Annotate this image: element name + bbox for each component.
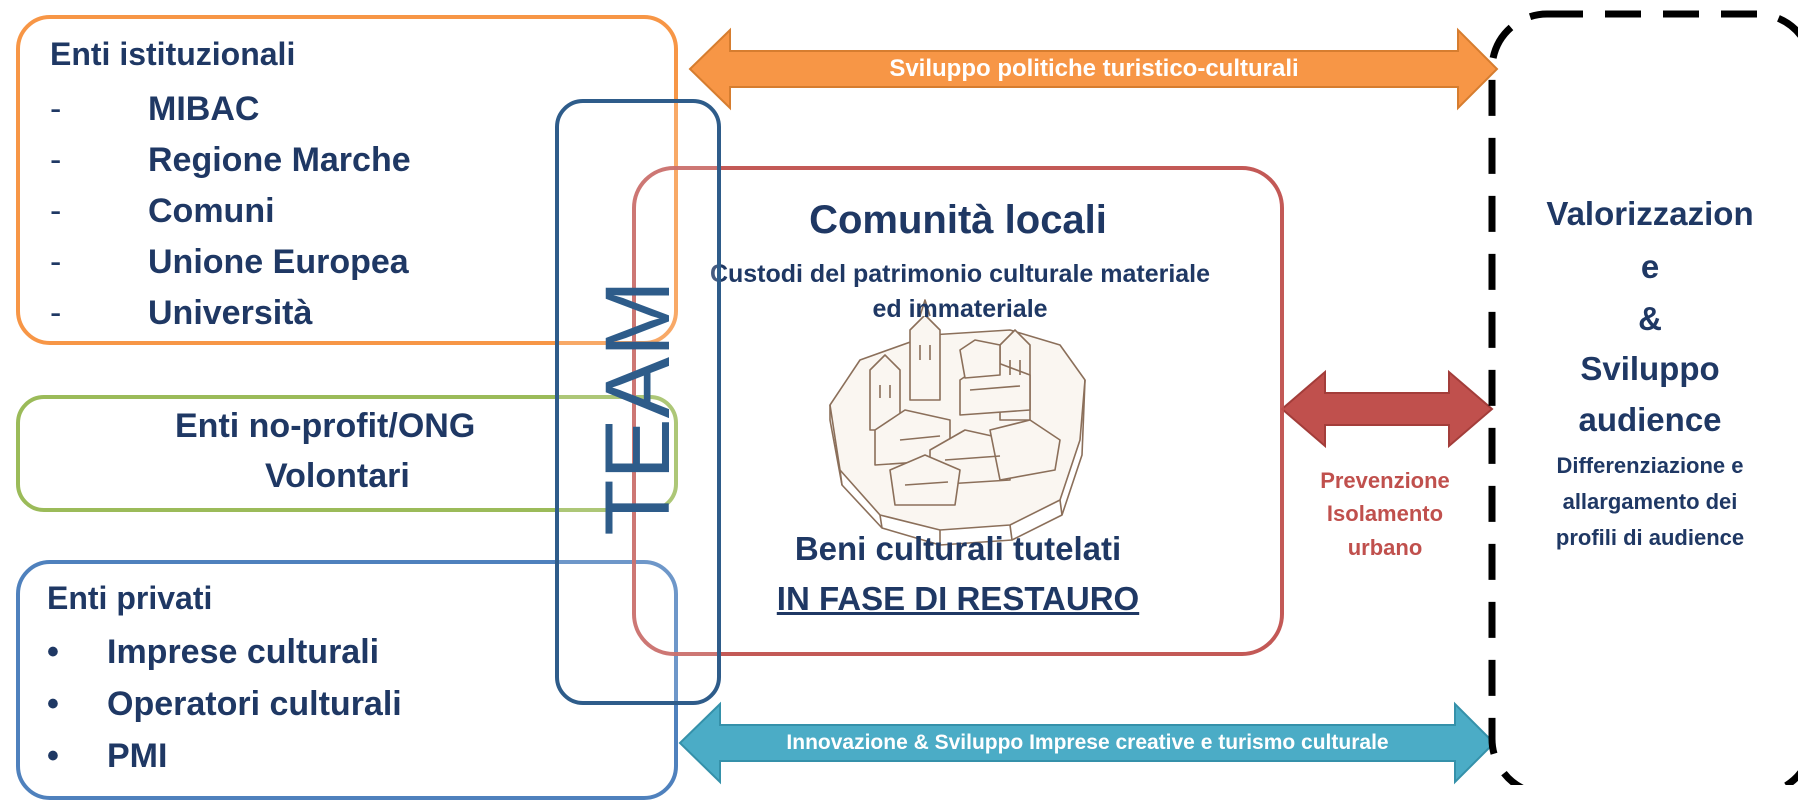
private-list: •Imprese culturali •Operatori culturali … (47, 626, 467, 782)
nonprofit-box (16, 395, 678, 512)
audience-line3: & (1638, 300, 1662, 337)
nonprofit-line1: Enti no-profit/ONG (175, 407, 476, 445)
middle-arrow-label-2: Isolamento (1326, 501, 1444, 526)
audience-line4: Sviluppo (1580, 350, 1720, 387)
institutional-title: Enti istituzionali (50, 36, 296, 72)
bottom-arrow-label: Innovazione & Sviluppo Imprese creative … (786, 731, 1389, 754)
audience-sub2: allargamento dei (1562, 489, 1738, 514)
community-title: Comunità locali (809, 198, 1107, 242)
community-subtitle-line2: ed immateriale (872, 295, 1048, 323)
audience-dashed-frame (1488, 10, 1798, 785)
middle-arrow-label-1: Prevenzione (1320, 468, 1450, 493)
audience-sub1: Differenziazione e (1556, 453, 1744, 478)
list-item: -Università (50, 294, 313, 332)
middle-arrow-label-3: urbano (1347, 535, 1423, 560)
team-label: TEAM (587, 280, 689, 536)
audience-line5: audience (1578, 401, 1722, 438)
heritage-line1: Beni culturali tutelati (794, 530, 1122, 567)
walled-town-illustration (829, 299, 1086, 546)
audience-sub3: profili di audience (1555, 525, 1745, 550)
community-subtitle-line1: Custodi del patrimonio culturale materia… (709, 260, 1211, 288)
middle-double-arrow (1280, 369, 1494, 449)
institutional-box (16, 15, 678, 345)
team-box (555, 99, 721, 705)
institutional-list: -MIBAC -Regione Marche -Comuni -Unione E… (50, 84, 470, 339)
list-item: •PMI (47, 737, 168, 775)
list-item: •Imprese culturali (47, 633, 380, 671)
heritage-line2: IN FASE DI RESTAURO (776, 580, 1140, 617)
list-item: •Operatori culturali (47, 685, 402, 723)
top-arrow-label: Sviluppo politiche turistico-culturali (889, 55, 1299, 82)
community-box (632, 166, 1284, 656)
top-double-arrow (688, 27, 1499, 111)
private-title: Enti privati (47, 580, 213, 616)
nonprofit-line2: Volontari (265, 457, 410, 495)
list-item: -Unione Europea (50, 243, 409, 281)
audience-line1: Valorizzazion (1546, 195, 1754, 232)
audience-line2: e (1640, 248, 1660, 285)
list-item: -Comuni (50, 192, 275, 230)
list-item: -MIBAC (50, 90, 260, 128)
list-item: -Regione Marche (50, 141, 411, 179)
